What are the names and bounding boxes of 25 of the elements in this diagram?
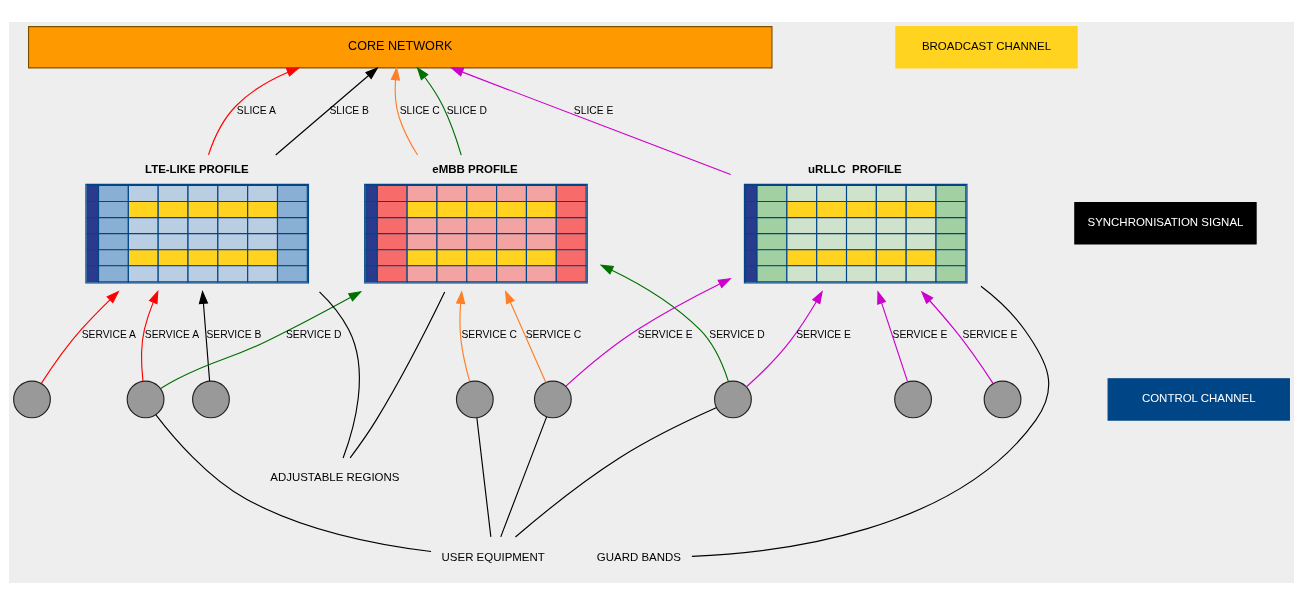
edge-label: SERVICE D bbox=[285, 328, 342, 340]
node-label: uRLLC PROFILE bbox=[808, 162, 902, 175]
edge-label: SLICE C bbox=[399, 104, 440, 116]
edge-label: SERVICE E bbox=[637, 328, 693, 340]
edge-label: SERVICE C bbox=[525, 328, 582, 340]
edge-label: SERVICE E bbox=[892, 328, 948, 340]
edge-label: SERVICE E bbox=[962, 328, 1018, 340]
node-label: eMBB PROFILE bbox=[432, 162, 518, 175]
edge-label: SLICE D bbox=[446, 104, 487, 116]
edge-label: SERVICE A bbox=[144, 328, 200, 340]
edge-label: SERVICE C bbox=[461, 328, 517, 340]
edge-label: SLICE B bbox=[329, 104, 369, 116]
edge-label: SLICE E bbox=[573, 104, 614, 116]
edge-label: SERVICE D bbox=[709, 328, 765, 340]
legend-label: SYNCHRONISATION SIGNAL bbox=[1087, 215, 1244, 228]
node-text: USER EQUIPMENT bbox=[441, 550, 545, 563]
node-text: ADJUSTABLE REGIONS bbox=[270, 470, 400, 483]
legend-label: BROADCAST CHANNEL bbox=[921, 39, 1052, 52]
edge-label: SERVICE A bbox=[81, 328, 136, 340]
node-text: GUARD BANDS bbox=[596, 550, 681, 563]
edge-label: SERVICE B bbox=[206, 328, 262, 340]
edge-label: SERVICE E bbox=[796, 328, 852, 340]
node-label: LTE-LIKE PROFILE bbox=[144, 162, 249, 175]
legend-label: CONTROL CHANNEL bbox=[1141, 391, 1256, 404]
edge-label: SLICE A bbox=[236, 104, 276, 116]
